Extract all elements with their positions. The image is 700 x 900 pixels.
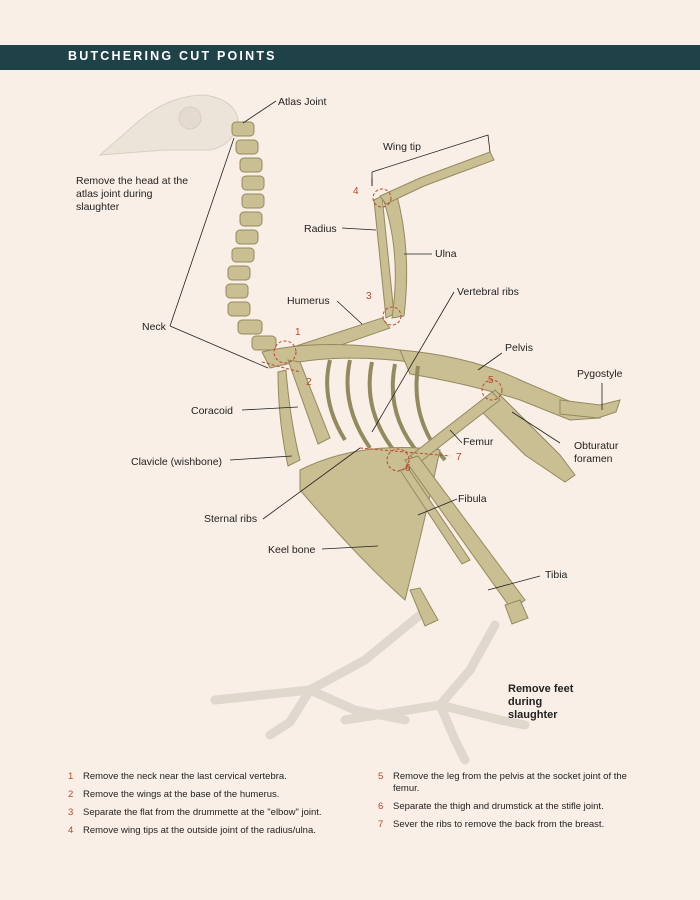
skull-faded <box>98 94 239 156</box>
cut-lines <box>261 188 503 472</box>
skeleton-bones <box>225 121 621 627</box>
label-tibia: Tibia <box>545 569 568 581</box>
cut-marker-3: 3 <box>366 291 372 302</box>
clavicle-bone <box>277 369 301 467</box>
tarsus-bone-left <box>409 587 439 627</box>
label-vertebral-ribs: Vertebral ribs <box>457 286 519 298</box>
label-pygostyle: Pygostyle <box>577 368 623 380</box>
cut-marker-4: 4 <box>353 186 359 197</box>
neck-vertebrae <box>225 121 277 351</box>
leader-lines <box>169 100 603 591</box>
cut-marker-2: 2 <box>306 377 312 388</box>
fibula-bone <box>399 467 471 565</box>
label-remove-head: Remove the head at the atlas joint durin… <box>76 175 189 213</box>
pygostyle-bone <box>559 399 621 419</box>
ulna-bone <box>381 191 408 319</box>
label-humerus: Humerus <box>287 295 330 307</box>
tarsus-bone-right <box>504 599 529 625</box>
tibia-bone <box>404 455 526 611</box>
label-clavicle: Clavicle (wishbone) <box>131 456 223 468</box>
label-atlas-joint: Atlas Joint <box>278 96 327 108</box>
label-femur: Femur <box>463 436 494 448</box>
coracoid-bone <box>287 359 331 445</box>
cut-marker-5: 5 <box>488 375 494 386</box>
label-radius: Radius <box>304 223 337 235</box>
label-fibula: Fibula <box>458 493 487 505</box>
page-title: BUTCHERING CUT POINTS <box>68 49 277 63</box>
label-neck: Neck <box>142 321 166 333</box>
label-remove-feet: Remove feet during slaughter <box>508 683 574 721</box>
ribs <box>325 359 447 462</box>
cut-marker-6: 6 <box>405 463 411 474</box>
pelvis-bone <box>399 349 602 421</box>
label-pelvis: Pelvis <box>505 342 534 354</box>
cut-marker-7: 7 <box>456 452 462 463</box>
feet-faded <box>210 610 530 765</box>
label-wing-tip: Wing tip <box>383 141 421 153</box>
spine-bone <box>261 344 412 369</box>
keel-bone <box>299 447 441 601</box>
header-bar: BUTCHERING CUT POINTS <box>0 45 700 70</box>
label-obturatur-foramen: Obturatur foramen <box>574 440 619 465</box>
label-sternal-ribs: Sternal ribs <box>204 513 258 525</box>
label-keel-bone: Keel bone <box>268 544 316 556</box>
label-ulna: Ulna <box>435 248 457 260</box>
label-coracoid: Coracoid <box>191 405 234 417</box>
wing-tip-bones <box>379 151 495 205</box>
cut-marker-1: 1 <box>295 327 301 338</box>
